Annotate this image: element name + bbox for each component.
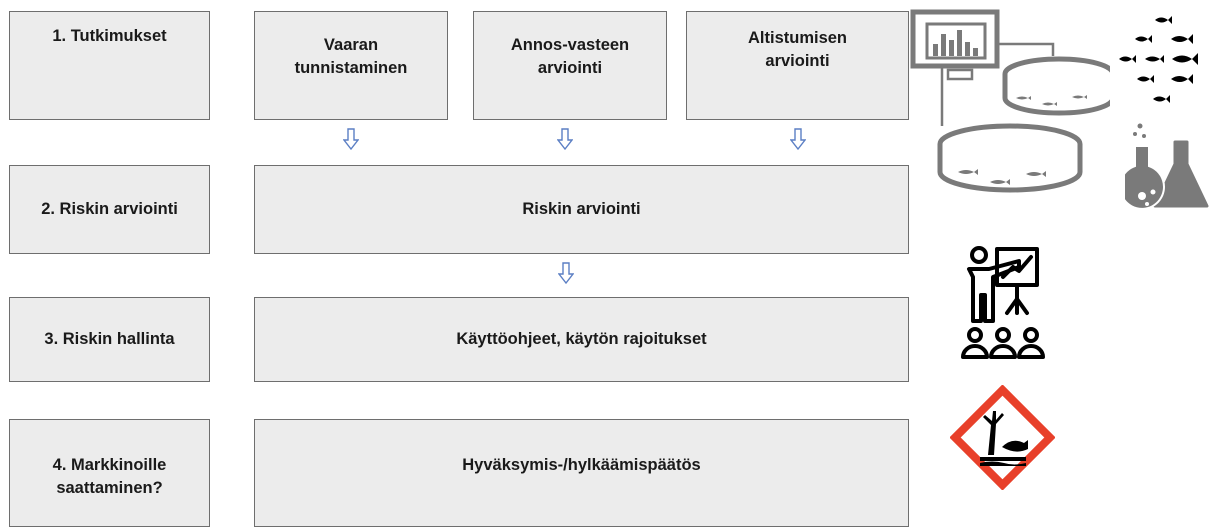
- down-arrow-icon: [343, 128, 359, 150]
- lab-flasks-icon: [1125, 123, 1209, 210]
- down-arrow-icon: [790, 128, 806, 150]
- dose-response-label: Annos-vasteen arviointi: [510, 36, 630, 78]
- hazard-identification-label: Vaaran tunnistaminen: [294, 36, 408, 78]
- box-exposure-assessment: Altistumisen arviointi: [686, 11, 909, 120]
- stage-market: 4. Markkinoille saattaminen?: [9, 419, 210, 527]
- box-decision: Hyväksymis-/hylkäämispäätös: [254, 419, 909, 527]
- box-dose-response: Annos-vasteen arviointi: [473, 11, 667, 120]
- exposure-assessment-label: Altistumisen arviointi: [747, 29, 848, 71]
- box-risk-management: Käyttöohjeet, käytön rajoitukset: [254, 297, 909, 382]
- risk-management-label: Käyttöohjeet, käytön rajoitukset: [456, 329, 707, 348]
- stage-market-label: 4. Markkinoille saattaminen?: [52, 455, 167, 497]
- stage-research: 1. Tutkimukset: [9, 11, 210, 120]
- stage-risk-management-label: 3. Riskin hallinta: [44, 329, 175, 348]
- stage-risk-management: 3. Riskin hallinta: [9, 297, 210, 382]
- down-arrow-icon: [557, 128, 573, 150]
- box-risk-assessment: Riskin arviointi: [254, 165, 909, 254]
- decision-label: Hyväksymis-/hylkäämispäätös: [462, 456, 701, 474]
- stage-risk-assessment-label: 2. Riskin arviointi: [41, 199, 178, 218]
- down-arrow-icon: [558, 262, 574, 284]
- presentation-icon: [961, 246, 1045, 359]
- monitor-chart-icon: [910, 9, 1110, 193]
- stage-risk-assessment: 2. Riskin arviointi: [9, 165, 210, 254]
- environmental-hazard-icon: [950, 385, 1055, 490]
- stage-research-label: 1. Tutkimukset: [52, 27, 167, 45]
- fish-school-icon: [1119, 16, 1198, 103]
- risk-assessment-label: Riskin arviointi: [522, 199, 641, 218]
- box-hazard-identification: Vaaran tunnistaminen: [254, 11, 448, 120]
